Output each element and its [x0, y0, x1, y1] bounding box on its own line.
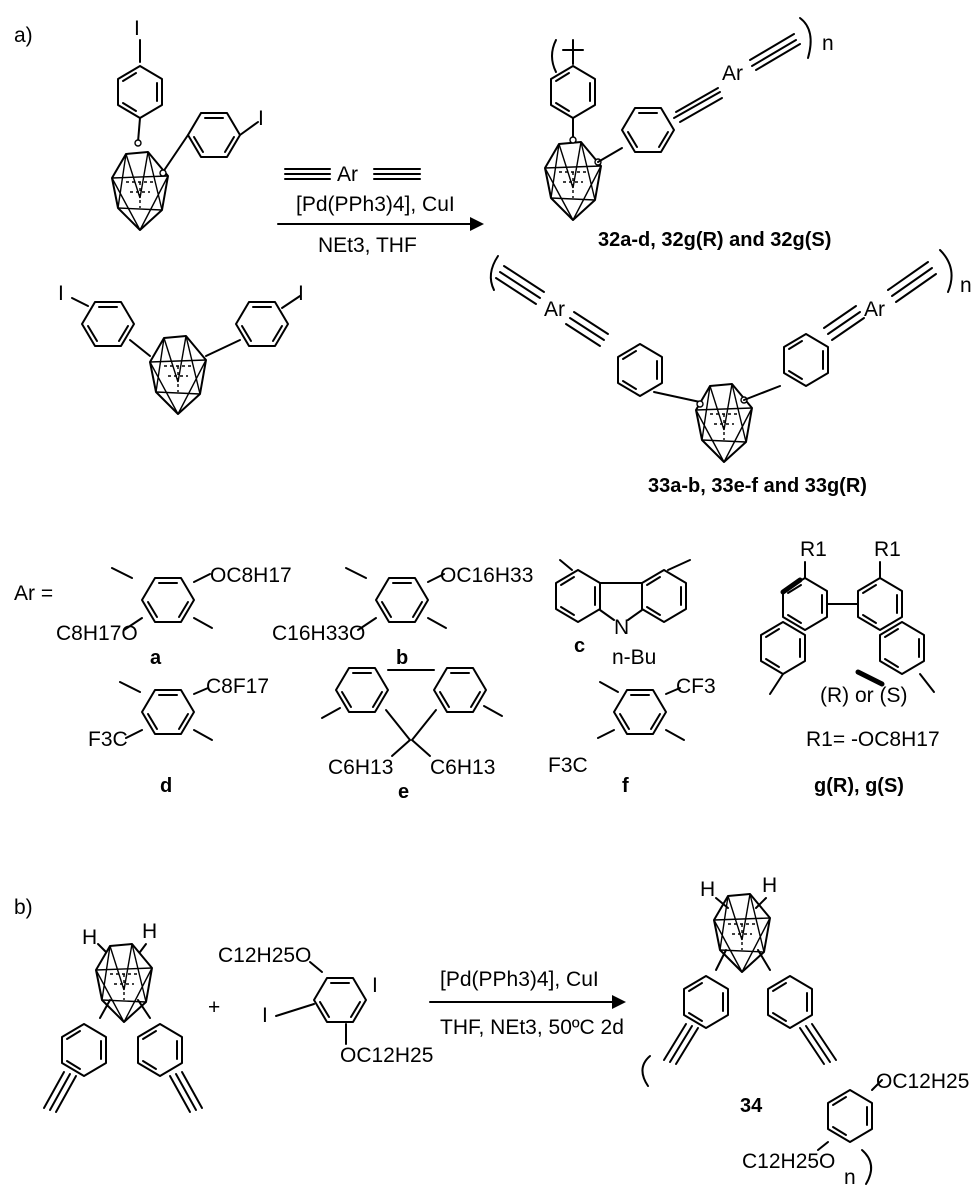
prod-top: OC12H25 — [876, 1070, 969, 1093]
sub-b-top: OC16H33 — [440, 564, 533, 587]
sub-a-label: a — [150, 647, 162, 669]
sub-g-r1: R1 — [800, 538, 827, 561]
catalyst-a: [Pd(PPh3)4], CuI — [296, 193, 455, 216]
ar-structure-a: OC8H17 C8H17O a — [56, 564, 292, 669]
ar-label: Ar — [864, 298, 885, 321]
reactant-ortho-carborane: I I — [111, 17, 264, 231]
reagent-diyne: Ar — [284, 163, 421, 186]
conditions-a: NEt3, THF — [318, 234, 417, 257]
sub-g-config: (R) or (S) — [820, 684, 908, 707]
prod-bottom: C12H25O — [742, 1150, 835, 1173]
ar-label: Ar — [337, 163, 358, 186]
sub-f-bottom: F3C — [548, 754, 588, 777]
iodo-label: I — [58, 282, 64, 305]
product-34: H H OC12H25 C12H25O n — [641, 874, 969, 1189]
sub-c-alkyl: n-Bu — [612, 646, 656, 669]
product-34-label: 34 — [740, 1095, 763, 1117]
sub-f-label: f — [622, 775, 629, 797]
part-a-label: a) — [14, 24, 33, 47]
sub-d-top: C8F17 — [206, 675, 269, 698]
sub-b-label: b — [396, 647, 408, 669]
sub-d-bottom: F3C — [88, 728, 128, 751]
sub-a-top: OC8H17 — [210, 564, 292, 587]
sub-b-bottom: C16H33O — [272, 622, 365, 645]
iodo-label: I — [262, 1004, 268, 1027]
ar-structure-b: OC16H33 C16H33O b — [272, 564, 533, 669]
sub-e-label: e — [398, 781, 409, 803]
sub-e-right: C6H13 — [430, 756, 495, 779]
iodo-label: I — [298, 282, 304, 305]
sub-e-left: C6H13 — [328, 756, 393, 779]
repeat-n: n — [844, 1166, 856, 1189]
ar-label: Ar — [544, 298, 565, 321]
sub-d-label: d — [160, 775, 172, 797]
repeat-n: n — [960, 274, 972, 297]
part-b-label: b) — [14, 896, 33, 919]
h-label: H — [82, 926, 97, 949]
sub-g-r1-def: R1= -OC8H17 — [806, 728, 940, 751]
ar-structure-c: N n-Bu c — [555, 559, 691, 669]
sub-f-top: CF3 — [676, 675, 716, 698]
ar-structure-f: CF3 F3C f — [548, 675, 716, 797]
sub-g-label: g(R), g(S) — [814, 775, 904, 797]
h-label: H — [142, 920, 157, 943]
reagent-diiodobenzene: C12H25O I I OC12H25 — [218, 944, 433, 1067]
ar-equals: Ar = — [14, 582, 53, 605]
catalyst-b: [Pd(PPh3)4], CuI — [440, 968, 599, 991]
conditions-b: THF, NEt3, 50ºC 2d — [440, 1016, 624, 1039]
reactant-carborane-diyne: H H — [43, 920, 203, 1113]
product-33-label: 33a-b, 33e-f and 33g(R) — [648, 475, 867, 497]
sub-c-label: c — [574, 635, 585, 657]
ar-label: Ar — [722, 62, 743, 85]
sub-c-n: N — [614, 616, 629, 639]
h-label: H — [700, 878, 715, 901]
iodo-label: I — [134, 17, 140, 40]
product-32-label: 32a-d, 32g(R) and 32g(S) — [598, 229, 831, 251]
product-33: Ar Ar n — [489, 249, 972, 463]
h-label: H — [762, 874, 777, 897]
plus-sign: + — [208, 996, 220, 1019]
repeat-n: n — [822, 32, 834, 55]
reagent-bottom: OC12H25 — [340, 1044, 433, 1067]
reagent-top: C12H25O — [218, 944, 311, 967]
iodo-label: I — [258, 107, 264, 130]
ar-structure-e: C6H13 C6H13 e — [321, 667, 503, 803]
sub-g-r1: R1 — [874, 538, 901, 561]
reactant-para-carborane: I I — [58, 282, 304, 415]
product-32: Ar n — [544, 17, 834, 221]
sub-a-bottom: C8H17O — [56, 622, 138, 645]
iodo-label: I — [372, 974, 378, 997]
ar-structure-g: R1 R1 (R) or (S) R1= -OC8H17 g(R), g(S) — [760, 538, 940, 797]
ar-structure-d: C8F17 F3C d — [88, 675, 269, 797]
